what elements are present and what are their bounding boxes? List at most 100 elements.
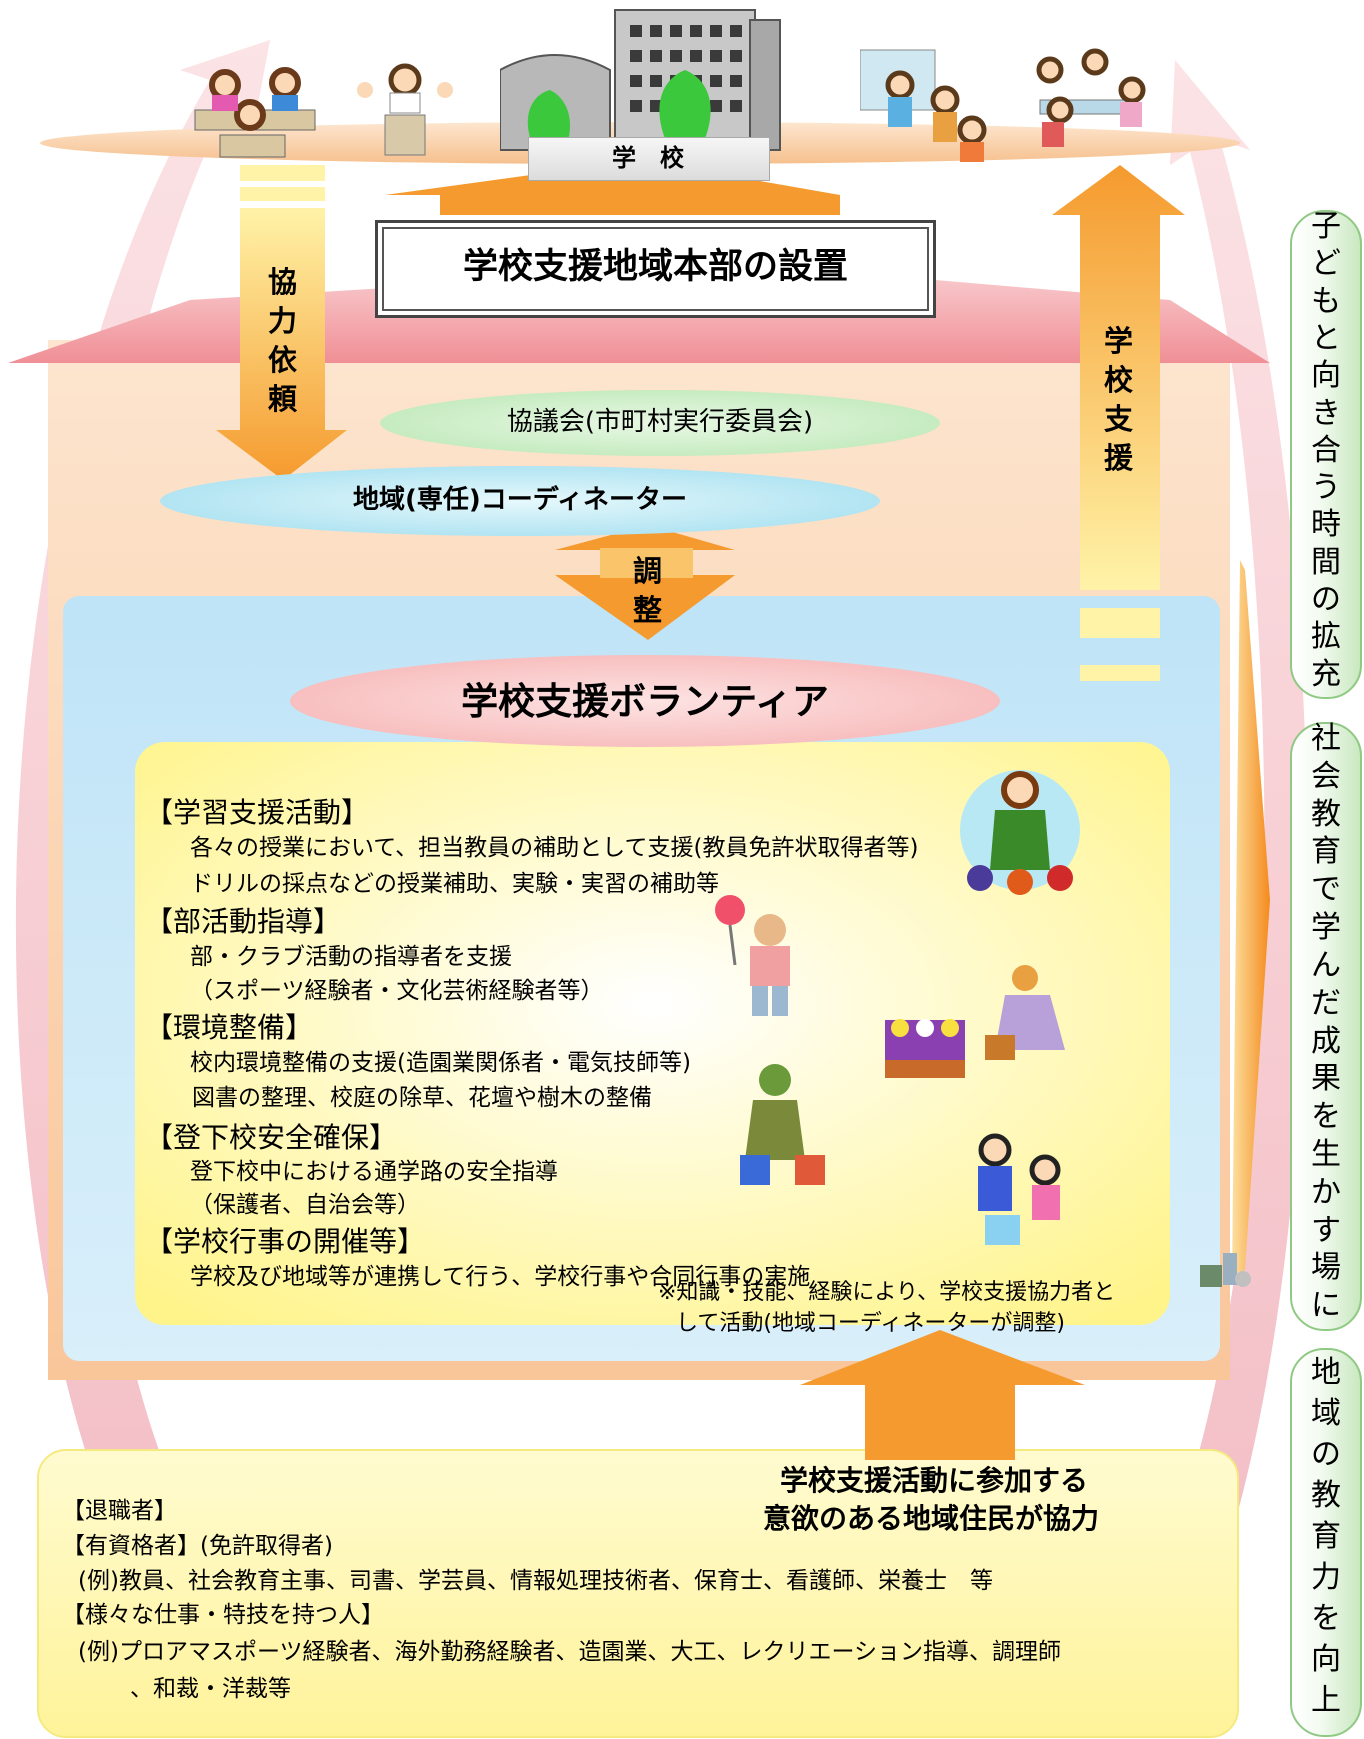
activity-line: 部・クラブ活動の指導者を支援 — [190, 944, 512, 970]
adjust-char: 整 — [633, 593, 663, 627]
crossing-guard-illustration — [978, 1133, 1061, 1245]
outcome-char: も — [1311, 283, 1341, 319]
school-building-illustration — [500, 9, 781, 151]
council-label: 協議会(市町村実行委員会) — [506, 407, 814, 437]
outcome-char: 拡 — [1311, 619, 1341, 655]
note-line-1: ※知識・技能、経験により、学校支援協力者と — [658, 1280, 1116, 1305]
gardener-illustration — [885, 965, 1065, 1078]
outcome-char: 子 — [1311, 208, 1341, 244]
outcome-char: す — [1311, 1212, 1341, 1248]
outcome-char: を — [1311, 1099, 1341, 1135]
support-char: 校 — [1104, 363, 1134, 397]
outcome-char: 合 — [1311, 432, 1341, 468]
outcome-community-education: 地 域 の 教 育 力 を 向 上 — [1290, 1348, 1362, 1737]
activity-line: 登下校中における通学路の安全指導 — [190, 1159, 558, 1185]
skilled-example-2: 、和裁・洋裁等 — [130, 1676, 291, 1702]
request-char: 力 — [268, 304, 298, 338]
support-char: 援 — [1104, 441, 1134, 475]
skilled-heading: 【様々な仕事・特技を持つ人】 — [62, 1602, 384, 1628]
school-label: 学 校 — [612, 144, 684, 172]
request-char: 頼 — [268, 382, 298, 416]
activity-heading: 【登下校安全確保】 — [145, 1121, 398, 1154]
outcome-char: 生 — [1311, 1136, 1341, 1172]
headquarters-title: 学校支援地域本部の設置 — [462, 247, 848, 287]
outcome-char: 育 — [1311, 1519, 1341, 1554]
outcome-char: 時 — [1311, 507, 1341, 543]
outcome-char: 会 — [1311, 758, 1341, 794]
outcome-char: か — [1311, 1174, 1341, 1210]
outcome-char: 社 — [1311, 721, 1341, 756]
coordinator-label: 地域(専任)コーディネーター — [353, 485, 687, 515]
council-ellipse — [380, 390, 940, 456]
activity-heading: 【学習支援活動】 — [145, 796, 370, 829]
outcome-char: だ — [1311, 985, 1341, 1021]
club-coach-illustration — [715, 895, 790, 1016]
retired-heading: 【退職者】 — [62, 1498, 177, 1524]
outcome-char: 域 — [1311, 1396, 1341, 1431]
students-group-illustration — [860, 49, 987, 162]
qualified-heading: 【有資格者】(免許取得者) — [62, 1535, 333, 1558]
outcome-char: の — [1311, 582, 1341, 618]
outcome-char: ど — [1311, 246, 1341, 282]
qualified-label: 【有資格者】 — [62, 1533, 200, 1559]
outcome-char: 力 — [1311, 1560, 1341, 1595]
qualified-example: (例)教員、社会教育主事、司書、学芸員、情報処理技術者、保育士、看護師、栄養士 … — [78, 1568, 993, 1594]
outcome-char: で — [1311, 872, 1341, 908]
volunteer-ellipse — [290, 655, 1000, 747]
outcome-char: の — [1311, 1437, 1341, 1472]
outcome-social-education: 社 会 教 育 で 学 ん だ 成 果 を 生 か す 場 に — [1290, 722, 1362, 1331]
outcome-char: 向 — [1311, 358, 1341, 394]
outcome-char: 間 — [1311, 544, 1341, 580]
request-char: 依 — [268, 343, 298, 377]
teacher-illustration — [960, 770, 1080, 895]
activity-line: （スポーツ経験者・文化芸術経験者等） — [190, 978, 604, 1004]
outcome-char: 成 — [1311, 1023, 1341, 1059]
support-char: 支 — [1104, 402, 1134, 436]
request-char: 協 — [268, 265, 298, 299]
skilled-example-1: (例)プロアマスポーツ経験者、海外勤務経験者、造園業、大工、レクリエーション指導… — [78, 1639, 1062, 1665]
outcome-char: 向 — [1311, 1642, 1341, 1677]
coordinator-ellipse — [160, 466, 880, 536]
outcome-char: に — [1311, 1288, 1341, 1324]
worker-illustration — [740, 1064, 825, 1185]
outcome-char: 学 — [1311, 910, 1341, 946]
request-cooperation-label: 協 力 依 頼 — [268, 268, 297, 424]
outcome-char: き — [1311, 395, 1341, 431]
outcome-char: を — [1311, 1601, 1341, 1636]
residents-headline-1: 学校支援活動に参加する — [780, 1464, 1089, 1497]
outcome-char: 充 — [1311, 656, 1341, 692]
support-char: 学 — [1104, 324, 1134, 358]
outcome-time-with-children: 子 ど も と 向 き 合 う 時 間 の 拡 充 — [1290, 210, 1362, 699]
adjust-label: 調 整 — [633, 557, 662, 635]
trash-items-icon — [1200, 1253, 1251, 1287]
activity-line: ドリルの採点などの授業補助、実験・実習の補助等 — [190, 871, 719, 897]
outcome-char: 上 — [1311, 1683, 1341, 1718]
activity-line: （保護者、自治会等） — [190, 1192, 420, 1218]
outcome-char: 場 — [1311, 1250, 1341, 1286]
outcome-char: う — [1311, 470, 1341, 506]
gym-class-illustration — [357, 63, 453, 156]
students-desks-illustration — [194, 67, 316, 158]
note-line-2: して活動(地域コーディネーターが調整) — [676, 1311, 1065, 1336]
residents-headline-2: 意欲のある地域住民が協力 — [763, 1502, 1100, 1535]
headquarters-box — [375, 220, 936, 318]
activity-line: 各々の授業において、担当教員の補助として支援(教員免許状取得者等) — [190, 835, 919, 861]
volunteer-title: 学校支援ボランティア — [461, 680, 829, 723]
outcome-char: と — [1311, 320, 1341, 356]
outcome-char: 地 — [1311, 1355, 1341, 1390]
classroom-table-illustration — [1036, 48, 1146, 147]
activity-line: 学校及び地域等が連携して行う、学校行事や合同行事の実施 — [190, 1264, 811, 1290]
outcome-char: 果 — [1311, 1061, 1341, 1097]
outcome-char: 教 — [1311, 796, 1341, 832]
activity-line: 図書の整理、校庭の除草、花壇や樹木の整備 — [192, 1085, 652, 1111]
school-support-label: 学 校 支 援 — [1104, 327, 1133, 483]
activity-line: 校内環境整備の支援(造園業関係者・電気技師等) — [190, 1050, 691, 1076]
outcome-char: 教 — [1311, 1478, 1341, 1513]
activity-heading: 【学校行事の開催等】 — [145, 1225, 426, 1258]
outcome-char: 育 — [1311, 834, 1341, 870]
activity-heading: 【部活動指導】 — [145, 905, 342, 938]
activity-heading: 【環境整備】 — [145, 1011, 314, 1044]
outcome-char: ん — [1311, 947, 1341, 983]
adjust-char: 調 — [633, 554, 663, 588]
qualified-note: (免許取得者) — [200, 1533, 333, 1559]
